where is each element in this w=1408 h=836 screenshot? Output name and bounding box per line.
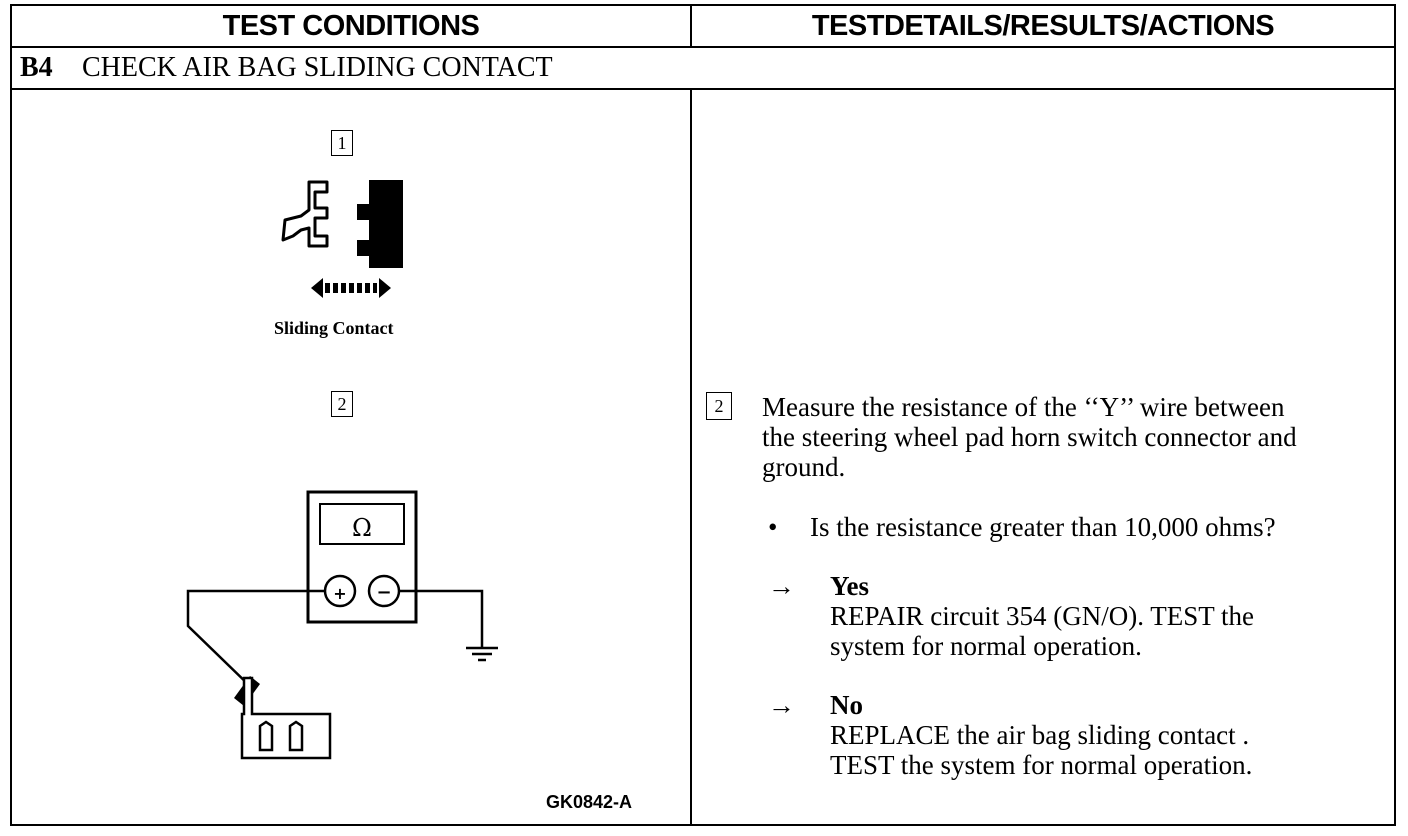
test-conditions-column: 1 Sliding Contact 2 [12, 90, 692, 824]
test-details-column: 2 Measure the resistance of the ‘‘Y’’ wi… [692, 90, 1394, 824]
ohmmeter-diagram [186, 490, 498, 760]
instruction-line: Measure the resistance of the ‘‘Y’’ wire… [762, 392, 1285, 422]
yes-action-line: REPAIR circuit 354 (GN/O). TEST the [830, 601, 1254, 631]
meter-ohm-symbol: Ω [352, 514, 372, 542]
test-details-header: TESTDETAILS/RESULTS/ACTIONS [692, 6, 1394, 48]
step-title: CHECK AIR BAG SLIDING CONTACT [82, 52, 553, 83]
figure-2-number: 2 [331, 391, 353, 417]
no-arrow-icon: → [768, 690, 795, 720]
test-conditions-header: TEST CONDITIONS [12, 6, 692, 48]
no-label: No [830, 690, 863, 720]
figure-1-number: 1 [331, 130, 353, 156]
yes-action-line: system for normal operation. [830, 631, 1142, 661]
plus-terminal-icon: + [333, 583, 347, 603]
no-action-line: TEST the system for normal operation. [830, 750, 1253, 780]
figure-1-caption: Sliding Contact [274, 318, 394, 338]
minus-terminal-icon: − [376, 581, 392, 603]
yes-arrow-icon: → [768, 571, 795, 601]
instruction-line: ground. [762, 452, 846, 482]
no-action-line: REPLACE the air bag sliding contact . [830, 720, 1250, 750]
figure-id: GK0842-A [546, 792, 633, 812]
instruction-line: the steering wheel pad horn switch conne… [762, 422, 1297, 452]
step-title-bar: B4 CHECK AIR BAG SLIDING CONTACT [12, 48, 1394, 90]
sliding-contact-icon [281, 180, 403, 298]
yes-label: Yes [830, 571, 869, 601]
test-step-table: TEST CONDITIONS TESTDETAILS/RESULTS/ACTI… [10, 4, 1396, 826]
resistance-question: Is the resistance greater than 10,000 oh… [810, 512, 1276, 542]
step-2-number: 2 [706, 392, 732, 420]
bullet-icon: • [768, 512, 778, 542]
step-code: B4 [20, 52, 53, 83]
